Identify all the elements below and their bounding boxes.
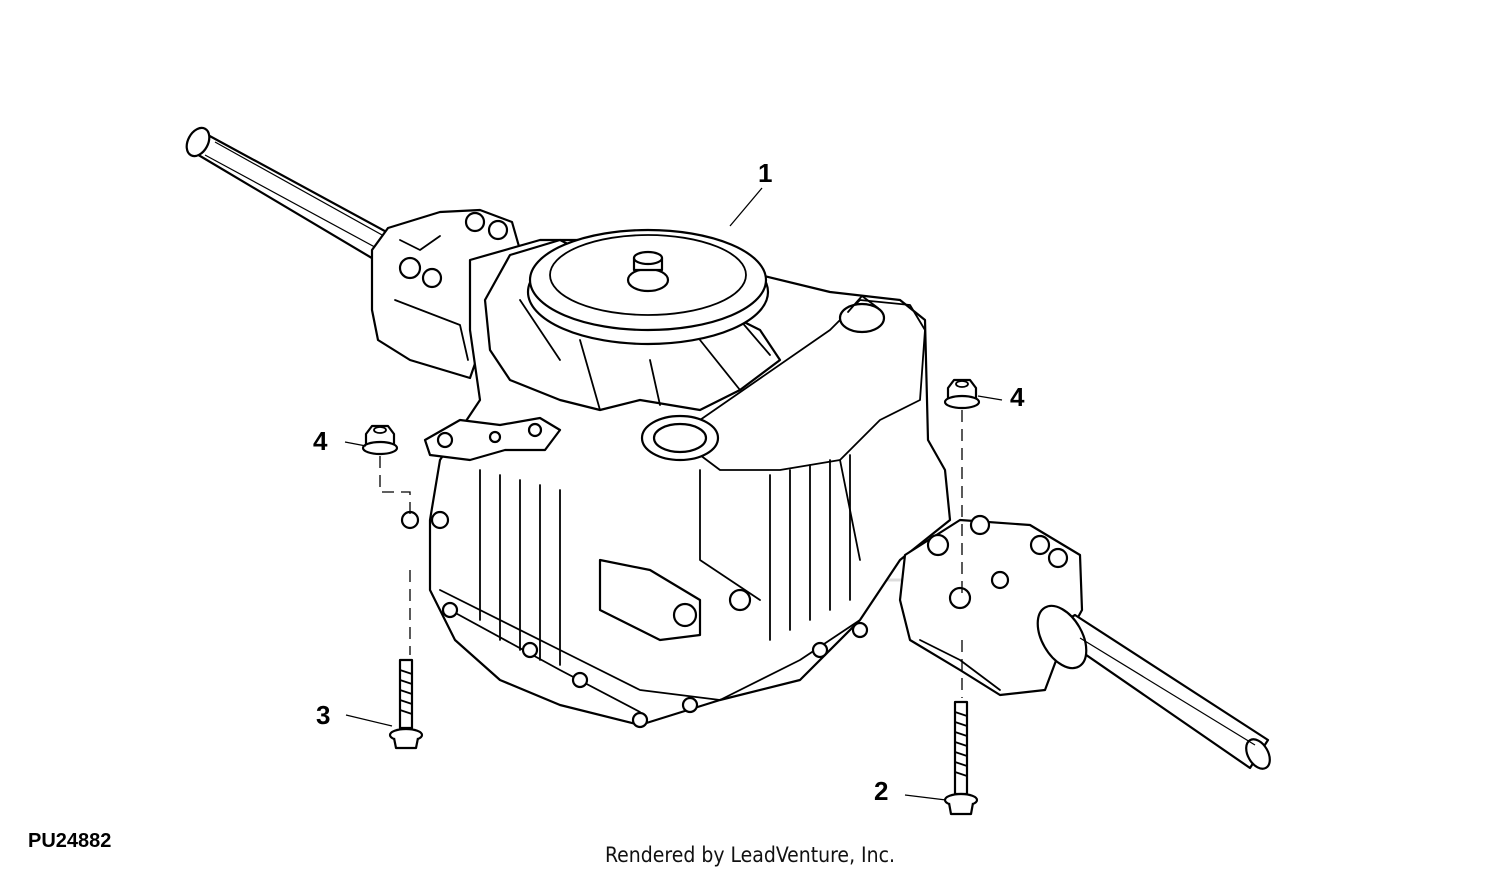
left-axle-housing: [370, 208, 522, 380]
drive-pulley: [526, 228, 770, 346]
leader-lines: [344, 187, 1003, 801]
callout-3: 3: [316, 700, 330, 730]
right-axle-housing: [898, 514, 1084, 697]
flange-nut-left: [361, 424, 399, 456]
render-credit: Rendered by LeadVenture, Inc.: [605, 843, 895, 867]
callout-4-right: 4: [1010, 382, 1025, 412]
callout-4-left: 4: [313, 426, 328, 456]
assembly-lines: [379, 410, 963, 698]
figure-id: PU24882: [28, 830, 112, 852]
right-axle-shaft: [1036, 604, 1271, 770]
flange-bolt-short: [388, 658, 424, 750]
flange-nut-right: [943, 378, 981, 410]
callout-2: 2: [874, 776, 888, 806]
flange-bolt-long: [943, 700, 979, 816]
left-axle-shaft: [185, 126, 407, 272]
callout-1: 1: [758, 158, 772, 188]
